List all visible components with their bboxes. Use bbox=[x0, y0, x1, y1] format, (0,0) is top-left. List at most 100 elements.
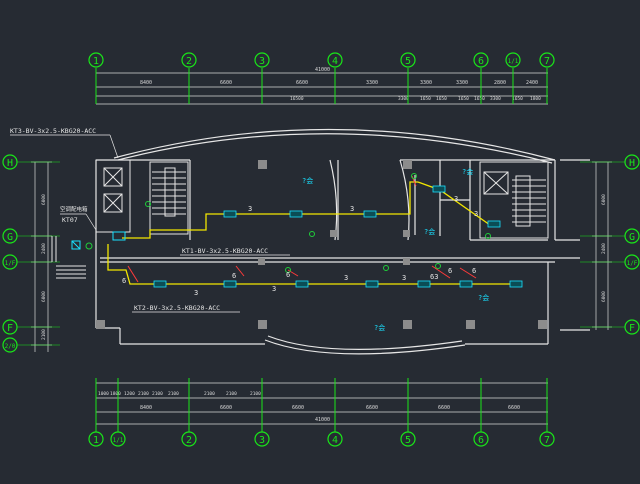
axis-bubble-bottom-6: 5 bbox=[400, 431, 416, 447]
axis-bubble-left-20: 2/0 bbox=[2, 337, 18, 353]
dim-right-3: 6000 bbox=[601, 291, 607, 302]
bottom-dimension-chain bbox=[96, 382, 548, 425]
svg-text:1/F: 1/F bbox=[5, 260, 16, 267]
dim-bot1-2: 1800 bbox=[110, 391, 121, 397]
count-b: 3 bbox=[350, 205, 354, 213]
dim-top-4: 3300 bbox=[366, 80, 378, 86]
svg-text:7: 7 bbox=[544, 56, 550, 67]
axis-bubble-left-F: F bbox=[2, 319, 18, 335]
axis-bubble-top-6: 6 bbox=[473, 52, 489, 68]
svg-text:1/1: 1/1 bbox=[113, 437, 124, 444]
bottom-row1-dims: 1000 1800 1200 2100 2100 2100 2100 2100 … bbox=[98, 391, 261, 397]
count-f: 3 bbox=[402, 274, 406, 282]
left-dims: 6000 2400 6000 2100 bbox=[41, 194, 47, 340]
axis-bubble-bottom-2: 1/1 bbox=[110, 431, 126, 447]
svg-text:6: 6 bbox=[478, 56, 484, 67]
svg-text:4: 4 bbox=[332, 56, 338, 67]
top-dimension-chain bbox=[96, 72, 548, 105]
axis-bubble-bottom-8: 7 bbox=[539, 431, 555, 447]
count-j: 6 bbox=[232, 272, 236, 280]
bottom-axis-lines bbox=[95, 378, 548, 432]
svg-text:1/1: 1/1 bbox=[508, 58, 519, 65]
top-axis-bubbles bbox=[95, 68, 548, 104]
count-d: 3 bbox=[272, 285, 276, 293]
count-i: 6 bbox=[122, 277, 126, 285]
dim-bot2-6: 6600 bbox=[508, 405, 520, 411]
dim-top2-3: 1650 bbox=[420, 96, 431, 102]
dim-bot1-9: 2100 bbox=[250, 391, 261, 397]
axis-bubble-top-8: 7 bbox=[539, 52, 555, 68]
svg-text:F: F bbox=[7, 323, 13, 334]
unit-counts: 3 3 3 3 3 3 3 3 6 6 6 6 6 63 bbox=[122, 195, 478, 297]
axis-bubble-top-5: 5 bbox=[400, 52, 416, 68]
dim-bot2-2: 6600 bbox=[220, 405, 232, 411]
circuit-kt2-label: KT2-BV-3x2.5-KBG20-ACC bbox=[134, 304, 220, 312]
dim-top-1: 8400 bbox=[140, 80, 152, 86]
ac-units bbox=[153, 185, 523, 288]
svg-text:2: 2 bbox=[186, 435, 192, 446]
svg-text:H: H bbox=[629, 158, 635, 169]
dim-top-7: 2800 bbox=[494, 80, 506, 86]
count-a: 3 bbox=[248, 205, 252, 213]
dim-top-5: 3300 bbox=[420, 80, 432, 86]
thermostats bbox=[145, 173, 491, 273]
south-curved-wall bbox=[264, 339, 466, 355]
dim-top2-4: 1650 bbox=[436, 96, 447, 102]
circuit-red-branches bbox=[127, 175, 477, 283]
svg-text:2: 2 bbox=[186, 56, 192, 67]
stair-core-right bbox=[479, 161, 549, 239]
building-walls bbox=[95, 128, 590, 355]
dim-left-3: 6000 bbox=[41, 291, 47, 302]
dim-top2-5: 1650 bbox=[458, 96, 469, 102]
right-dims: 6000 2400 6000 bbox=[601, 194, 607, 302]
dim-bot1-7: 2100 bbox=[204, 391, 215, 397]
axis-bubble-top-2: 2 bbox=[181, 52, 197, 68]
dim-top-2: 6600 bbox=[220, 80, 232, 86]
dim-left-1: 6000 bbox=[41, 194, 47, 205]
count-m: 6 bbox=[472, 267, 476, 275]
dim-bot1-5: 2100 bbox=[152, 391, 163, 397]
grid-lines-horizontal bbox=[17, 161, 625, 346]
axis-bubble-top-7: 1/1 bbox=[505, 52, 521, 68]
room-tag-2: ?会 bbox=[462, 167, 473, 176]
panel-code-label: KT07 bbox=[62, 216, 78, 224]
room-tag-1: ?会 bbox=[302, 176, 313, 185]
count-e: 3 bbox=[344, 274, 348, 282]
top-row1-dims: 8400 6600 6600 3300 3300 3300 2800 2400 … bbox=[140, 67, 538, 86]
dim-bot1-3: 1200 bbox=[124, 391, 135, 397]
room-tag-3: ?会 bbox=[424, 227, 435, 236]
circuit-kt1-label: KT1-BV-3x2.5-KBG20-ACC bbox=[182, 247, 268, 255]
stair-core-left bbox=[95, 159, 189, 235]
axis-bubble-bottom-4: 3 bbox=[254, 431, 270, 447]
circuit-labels: KT3-BV-3x2.5-KBG20-ACC KT1-BV-3x2.5-KBG2… bbox=[10, 127, 268, 312]
dim-bot2-3: 6600 bbox=[292, 405, 304, 411]
dim-left-2: 2400 bbox=[41, 243, 47, 254]
count-c: 3 bbox=[194, 289, 198, 297]
axis-bubble-right-G: G bbox=[624, 228, 640, 244]
svg-text:F: F bbox=[629, 323, 635, 334]
dim-top-8: 2400 bbox=[526, 80, 538, 86]
panel-note-label: 空调配电箱 bbox=[60, 205, 88, 213]
axis-bubble-bottom-7: 6 bbox=[473, 431, 489, 447]
dim-bot1-6: 2100 bbox=[168, 391, 179, 397]
axis-bubble-left-1F: 1/F bbox=[2, 254, 18, 270]
dim-right-1: 6000 bbox=[601, 194, 607, 205]
axis-bubble-left-H: H bbox=[2, 154, 18, 170]
dim-top-3: 6600 bbox=[296, 80, 308, 86]
axis-bubble-left-G: G bbox=[2, 228, 18, 244]
dim-bot1-1: 1000 bbox=[98, 391, 109, 397]
dim-left-4: 2100 bbox=[41, 329, 47, 340]
svg-text:3: 3 bbox=[259, 435, 265, 446]
dim-bot1-8: 2100 bbox=[226, 391, 237, 397]
leader-lines bbox=[10, 134, 290, 313]
svg-text:1: 1 bbox=[93, 56, 99, 67]
dim-top2-8: 1650 bbox=[512, 96, 523, 102]
count-l: 6 bbox=[448, 267, 452, 275]
room-tag-4: ?会 bbox=[478, 293, 489, 302]
svg-text:7: 7 bbox=[544, 435, 550, 446]
columns bbox=[96, 160, 547, 329]
axis-bubble-top-4: 4 bbox=[327, 52, 343, 68]
svg-text:5: 5 bbox=[405, 435, 411, 446]
